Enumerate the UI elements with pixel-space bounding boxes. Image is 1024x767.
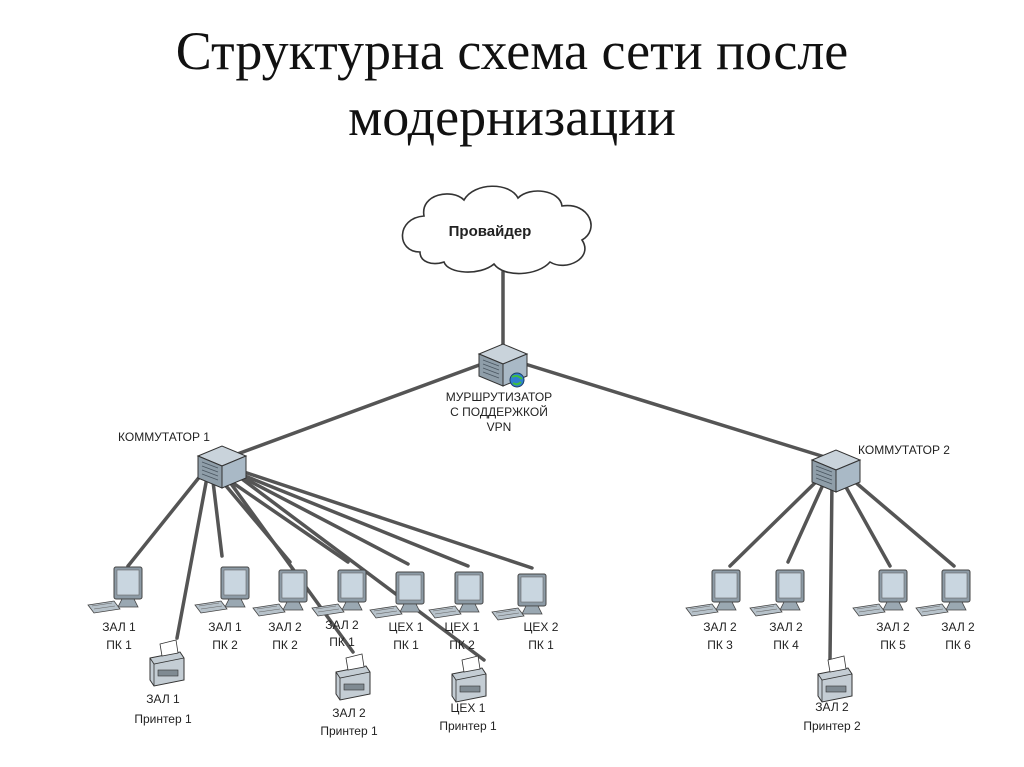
- printer-ceh1-1: ЦЕХ 1 Принтер 1: [439, 655, 497, 733]
- printer-zal2-2: ЗАЛ 2 Принтер 2: [803, 655, 861, 733]
- pc-zal1-pk1: ЗАЛ 1 ПК 1: [87, 566, 143, 652]
- link-s1-zal2pk1: [218, 472, 350, 564]
- pc-zal2-pk5: ЗАЛ 2 ПК 5: [852, 569, 910, 652]
- pc-ceh1-pk1-line-1: ЦЕХ 1: [389, 620, 424, 634]
- pc-zal2-pk2: ЗАЛ 2 ПК 2: [252, 569, 308, 652]
- title-line-2: модернизации: [348, 87, 676, 147]
- pc-zal2-pk2-line-1: ЗАЛ 2: [268, 620, 302, 634]
- printer-zal2-2-line-1: ЗАЛ 2: [815, 700, 849, 714]
- provider-cloud: Провайдер: [401, 185, 592, 275]
- links: [126, 270, 956, 662]
- pc-zal2-pk6-line-1: ЗАЛ 2: [941, 620, 975, 634]
- link-s1-zal1pk2: [210, 471, 224, 558]
- pc-ceh1-pk2-line-1: ЦЕХ 1: [445, 620, 480, 634]
- router: [478, 343, 528, 388]
- pc-zal2-pk3: ЗАЛ 2 ПК 3: [685, 569, 741, 652]
- pc-ceh1-pk1-line-2: ПК 1: [393, 638, 419, 652]
- link-s1-ceh1pk2: [238, 472, 470, 568]
- pc-zal2-pk4-line-1: ЗАЛ 2: [769, 620, 803, 634]
- pc-zal2-pk5-line-2: ПК 5: [880, 638, 906, 652]
- link-s2-zal2pk3: [728, 474, 824, 568]
- pc-ceh1-pk2: ЦЕХ 1 ПК 2: [428, 571, 484, 652]
- link-s1-printer1: [175, 470, 210, 640]
- pc-ceh1-pk1: ЦЕХ 1 ПК 1: [369, 571, 425, 652]
- link-s1-ceh1pk1: [234, 472, 410, 566]
- pc-zal2-pk1-line-2: ПК 1: [329, 635, 355, 649]
- router-label: МУРШРУТИЗАТОР С ПОДДЕРЖКОЙ VPN: [446, 390, 552, 434]
- pc-zal2-pk6-line-2: ПК 6: [945, 638, 971, 652]
- pc-zal1-pk2-line-2: ПК 2: [212, 638, 238, 652]
- link-s2-printer4: [828, 478, 834, 662]
- pc-zal1-pk1-line-2: ПК 1: [106, 638, 132, 652]
- link-s1-ceh2pk1: [242, 470, 534, 570]
- pc-ceh2-pk1-line-2: ПК 1: [528, 638, 554, 652]
- link-router-switch1: [230, 362, 484, 458]
- pc-ceh1-pk2-line-2: ПК 2: [449, 638, 475, 652]
- pc-ceh2-pk1: ЦЕХ 2 ПК 1: [491, 573, 559, 652]
- printer-zal2-1: ЗАЛ 2 Принтер 1: [320, 653, 378, 738]
- pc-zal2-pk1: ЗАЛ 2 ПК 1: [311, 569, 367, 649]
- pc-zal1-pk1-line-1: ЗАЛ 1: [102, 620, 136, 634]
- pc-zal2-pk4: ЗАЛ 2 ПК 4: [749, 569, 805, 652]
- printer-zal2-1-line-2: Принтер 1: [320, 724, 378, 738]
- printer-zal1-1-line-1: ЗАЛ 1: [146, 692, 180, 706]
- link-s1-printer2: [222, 472, 355, 654]
- pc-zal2-pk2-line-2: ПК 2: [272, 638, 298, 652]
- switch-1-label: КОММУТАТОР 1: [118, 430, 210, 444]
- provider-label: Провайдер: [449, 223, 532, 240]
- page-title: Структурна схема сети после модернизации: [0, 18, 1024, 150]
- pc-zal2-pk4-line-2: ПК 4: [773, 638, 799, 652]
- switch-2-label: КОММУТАТОР 2: [858, 443, 950, 457]
- link-s1-zal1pk1: [126, 468, 207, 568]
- router-label-line-2: С ПОДДЕРЖКОЙ: [450, 404, 548, 419]
- link-s2-zal2pk4: [786, 476, 828, 564]
- router-label-line-3: VPN: [487, 420, 512, 434]
- printer-zal1-1-line-2: Принтер 1: [134, 712, 192, 726]
- printer-zal1-1: ЗАЛ 1 Принтер 1: [134, 639, 192, 726]
- link-s2-zal2pk5: [840, 478, 892, 568]
- pc-zal2-pk5-line-1: ЗАЛ 2: [876, 620, 910, 634]
- pc-zal1-pk2: ЗАЛ 1 ПК 2: [194, 566, 250, 652]
- title-line-1: Структурна схема сети после: [175, 21, 849, 81]
- pc-zal2-pk3-line-1: ЗАЛ 2: [703, 620, 737, 634]
- link-router-switch2: [523, 362, 830, 460]
- link-s1-printer3: [236, 474, 486, 662]
- pc-zal2-pk6: ЗАЛ 2 ПК 6: [915, 569, 975, 652]
- pc-zal1-pk2-line-1: ЗАЛ 1: [208, 620, 242, 634]
- pc-ceh2-pk1-line-1: ЦЕХ 2: [524, 620, 559, 634]
- pc-zal2-pk1-line-1: ЗАЛ 2: [325, 618, 359, 632]
- printer-zal2-1-line-1: ЗАЛ 2: [332, 706, 366, 720]
- globe-icon: [509, 372, 525, 388]
- link-s2-zal2pk6: [846, 474, 956, 568]
- router-label-line-1: МУРШРУТИЗАТОР: [446, 390, 552, 404]
- printer-ceh1-1-line-2: Принтер 1: [439, 719, 497, 733]
- printer-zal2-2-line-2: Принтер 2: [803, 719, 861, 733]
- printer-ceh1-1-line-1: ЦЕХ 1: [451, 701, 486, 715]
- pc-zal2-pk3-line-2: ПК 3: [707, 638, 733, 652]
